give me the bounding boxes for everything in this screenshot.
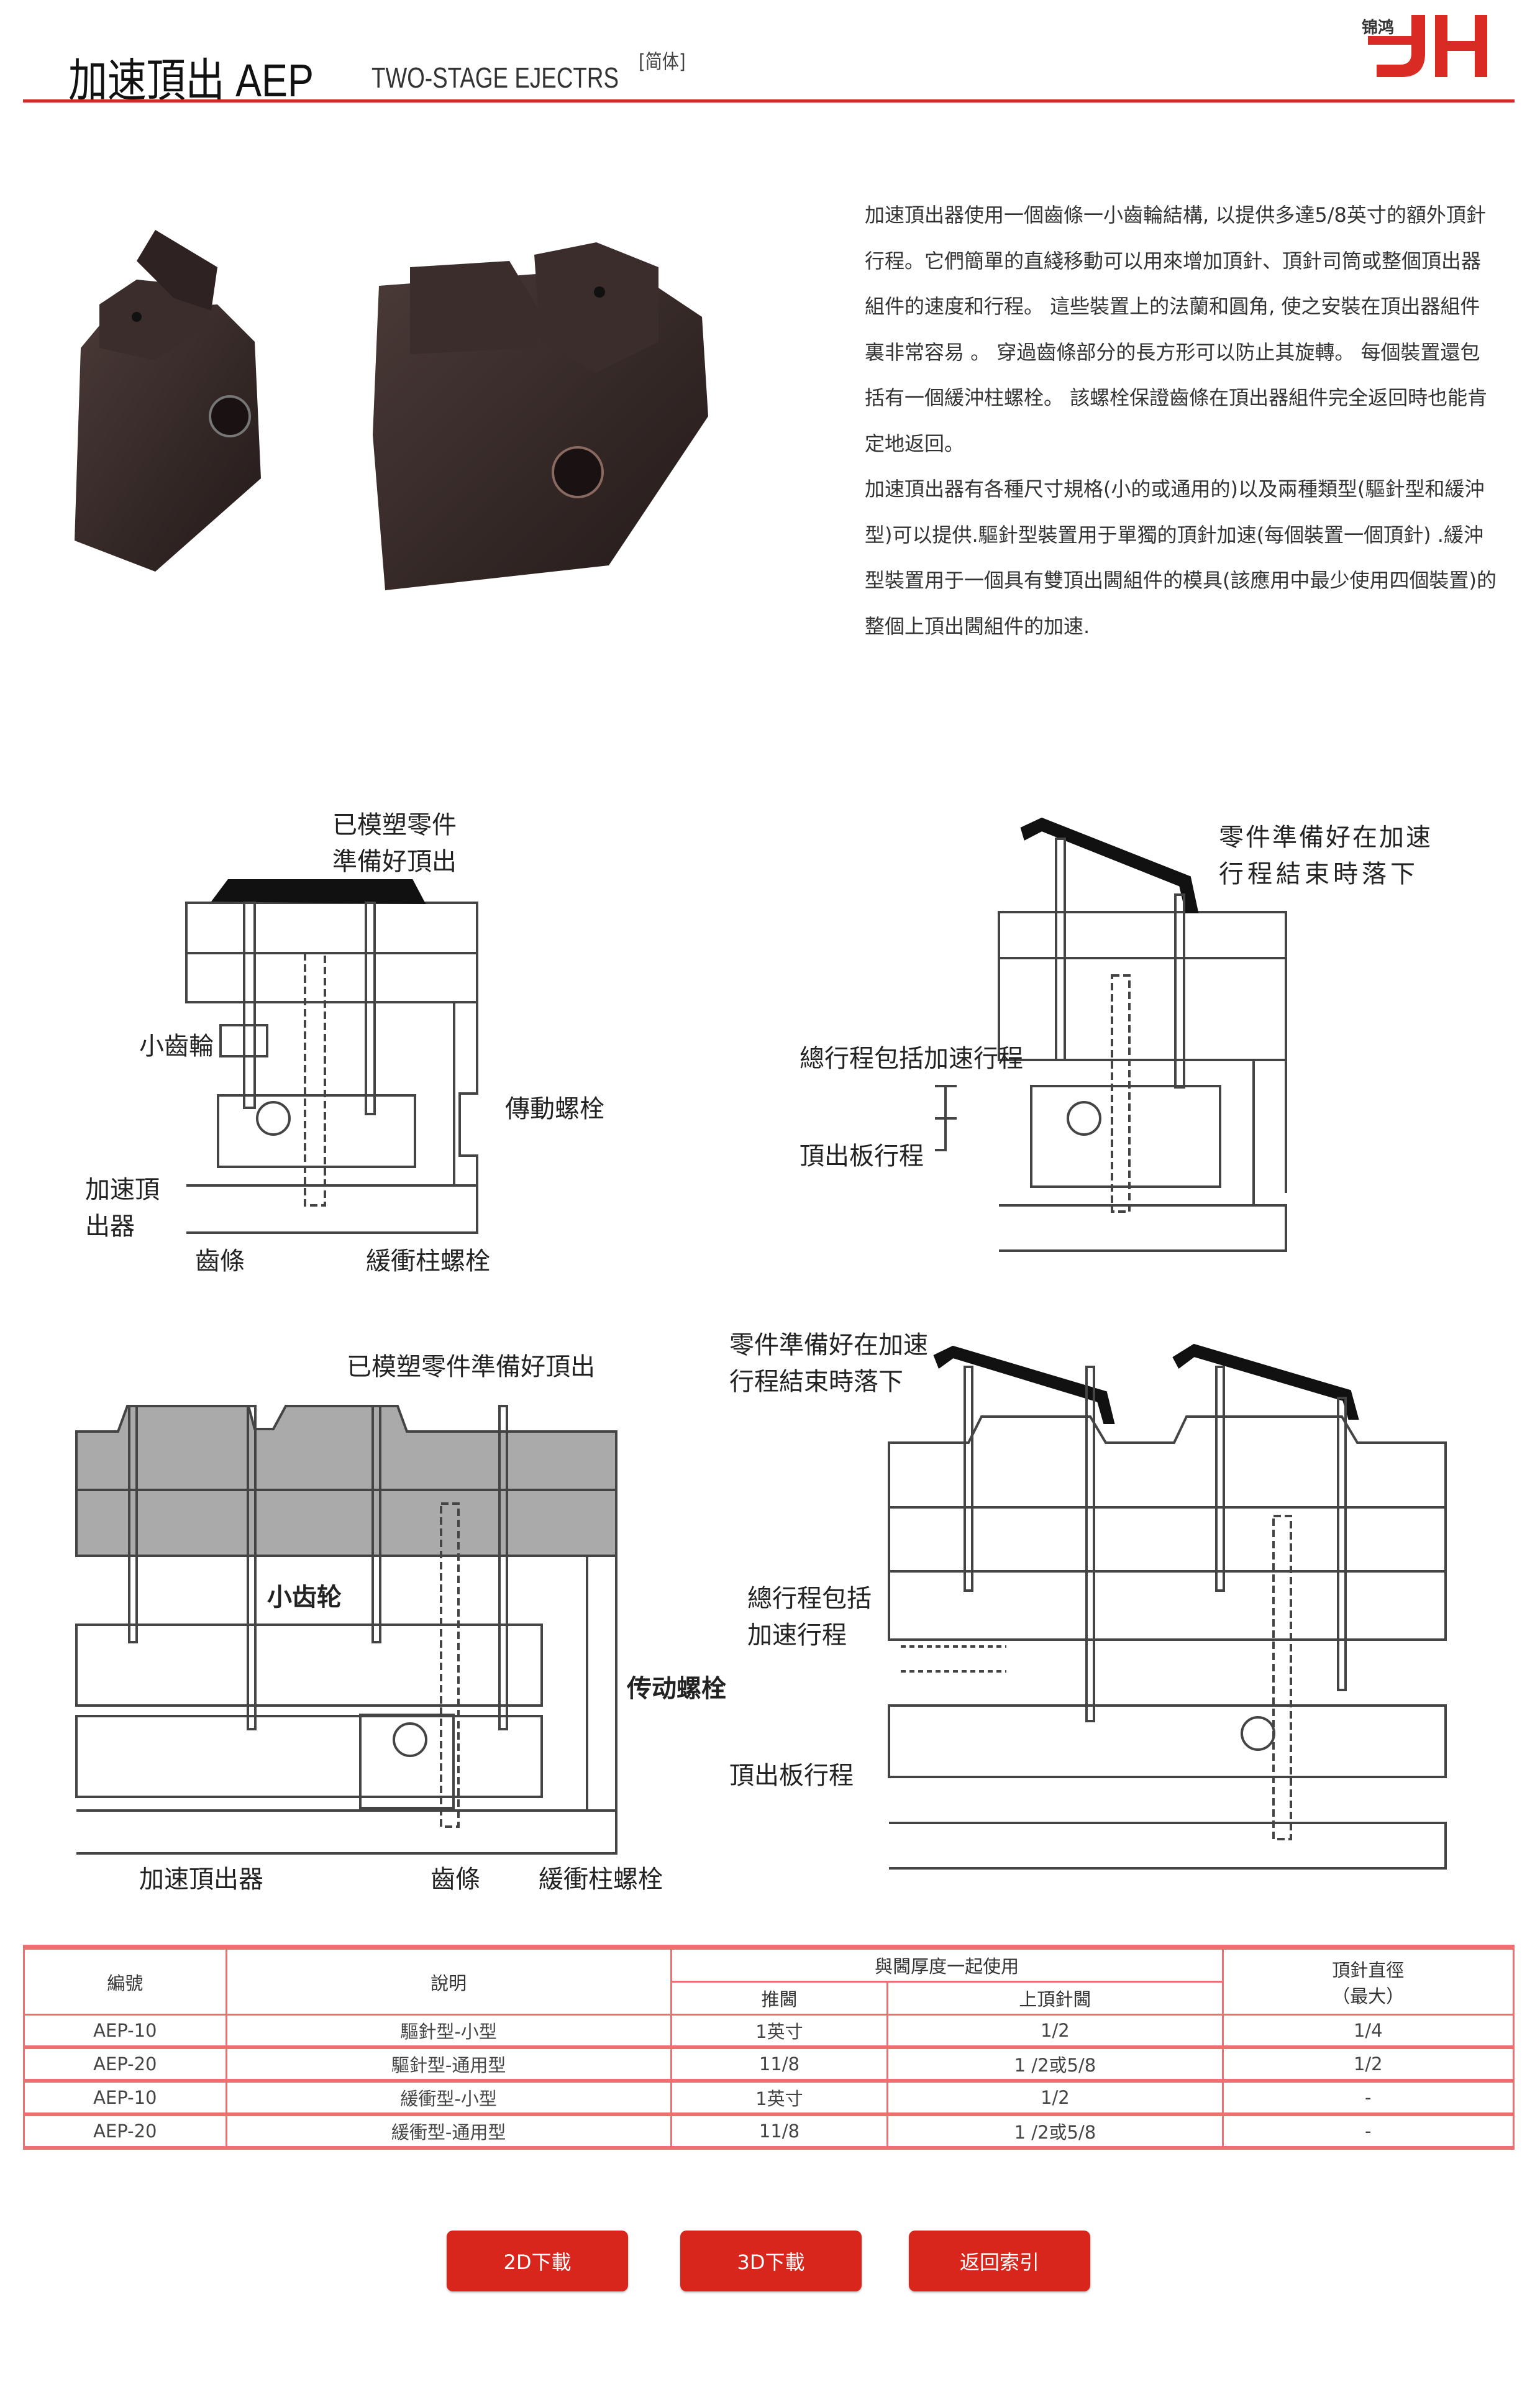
page-subtitle: TWO-STAGE EJECTRS: [371, 62, 619, 94]
header-code: 編號: [23, 1945, 227, 2016]
diagram-buffer-type-before: [75, 1405, 617, 1855]
cell-code: AEP-10: [23, 2014, 227, 2049]
label-molded-part: 已模塑零件: [332, 811, 457, 839]
label-accelerator-2: 出器: [85, 1212, 135, 1241]
diagram-buffer-type-after: [888, 1343, 1447, 1870]
header-pin-diameter: 頂針直徑 （最大）: [1221, 1945, 1515, 2016]
download-3d-button[interactable]: 3D下載: [680, 2231, 862, 2291]
label-accelerator: 加速頂出器: [139, 1865, 263, 1894]
cell-code: AEP-10: [23, 2080, 227, 2116]
label-rack: 齒條: [431, 1865, 480, 1894]
label-plate-stroke: 頂出板行程: [729, 1761, 854, 1790]
label-buffer-bolt: 緩衝柱螺栓: [366, 1247, 490, 1276]
label-drive-bolt: 传动螺栓: [627, 1674, 726, 1703]
cell-dia: 1/2: [1221, 2046, 1515, 2083]
header-upper-plate: 上頂針閪: [886, 1981, 1224, 2016]
cell-push: 11/8: [670, 2046, 889, 2083]
label-total-stroke: 總行程包括加速行程: [800, 1044, 1023, 1073]
label-pinion: 小齒輪: [139, 1032, 214, 1061]
label-plate-stroke: 頂出板行程: [800, 1142, 924, 1171]
header-plate-thickness: 與閪厚度一起使用: [670, 1945, 1224, 1983]
header-pin-diameter-label: 頂針直徑: [1332, 1959, 1405, 1981]
description-paragraph: 加速頂出器有各種尺寸規格(小的或通用的)以及兩種類型(驅針型和緩沖型)可以提供.…: [865, 477, 1497, 638]
cell-push: 1英寸: [670, 2014, 889, 2049]
cell-push: 11/8: [670, 2113, 889, 2150]
download-2d-button[interactable]: 2D下載: [447, 2231, 628, 2291]
label-accelerator: 加速頂: [85, 1176, 160, 1204]
cell-desc: 緩衝型-小型: [225, 2080, 672, 2116]
description-paragraph: 加速頂出器使用一個齒條一小齒輪結構, 以提供多達5/8英寸的額外頂針行程。它們簡…: [865, 203, 1488, 455]
cell-dia: -: [1221, 2113, 1515, 2150]
cell-desc: 驅針型-小型: [225, 2014, 672, 2049]
product-description: 加速頂出器使用一個齒條一小齒輪結構, 以提供多達5/8英寸的額外頂針行程。它們簡…: [865, 193, 1498, 649]
header-description: 說明: [225, 1945, 672, 2016]
label-drive-bolt: 傳動螺栓: [505, 1095, 604, 1123]
label-ready-eject: 準備好頂出: [332, 847, 457, 876]
label-molded-part-ready: 已模塑零件準備好頂出: [347, 1353, 595, 1381]
page-title: 加速頂出 AEP: [68, 55, 314, 106]
cell-code: AEP-20: [23, 2113, 227, 2150]
cell-push: 1英寸: [670, 2080, 889, 2116]
product-photo: [75, 230, 708, 590]
cell-desc: 緩衝型-通用型: [225, 2113, 672, 2150]
cell-upper: 1 /2或5/8: [886, 2046, 1224, 2083]
diagram-drive-type-after: [935, 817, 1287, 1252]
cell-desc: 驅針型-通用型: [225, 2046, 672, 2083]
cell-upper: 1/2: [886, 2080, 1224, 2116]
back-to-index-button[interactable]: 返回索引: [909, 2231, 1090, 2291]
label-accel-stroke: 加速行程: [747, 1621, 847, 1650]
cell-code: AEP-20: [23, 2046, 227, 2083]
cell-dia: 1/4: [1221, 2014, 1515, 2049]
svg-text:锦鸿: 锦鸿: [1362, 18, 1394, 37]
label-part-drop-2: 行程結束時落下: [1219, 860, 1419, 888]
label-rack: 齒條: [195, 1247, 245, 1276]
brand-logo: 锦鸿: [1362, 15, 1487, 77]
cell-dia: -: [1221, 2080, 1515, 2116]
simplified-chinese-link[interactable]: [简体]: [639, 50, 686, 73]
header-push-plate: 推閪: [670, 1981, 889, 2016]
cell-upper: 1/2: [886, 2014, 1224, 2049]
label-buffer-bolt: 緩衝柱螺栓: [539, 1865, 663, 1894]
label-total-stroke: 總行程包括: [747, 1584, 872, 1613]
diagram-drive-type-before: [185, 879, 478, 1234]
label-pinion: 小齿轮: [267, 1583, 342, 1612]
label-part-drop-2: 行程結束時落下: [729, 1368, 903, 1396]
label-part-drop: 零件準備好在加速: [729, 1331, 928, 1359]
header-divider: [23, 99, 1515, 103]
header-pin-diameter-max: （最大）: [1332, 1985, 1405, 2007]
cell-upper: 1 /2或5/8: [886, 2113, 1224, 2150]
label-part-drop: 零件準備好在加速: [1219, 823, 1433, 852]
